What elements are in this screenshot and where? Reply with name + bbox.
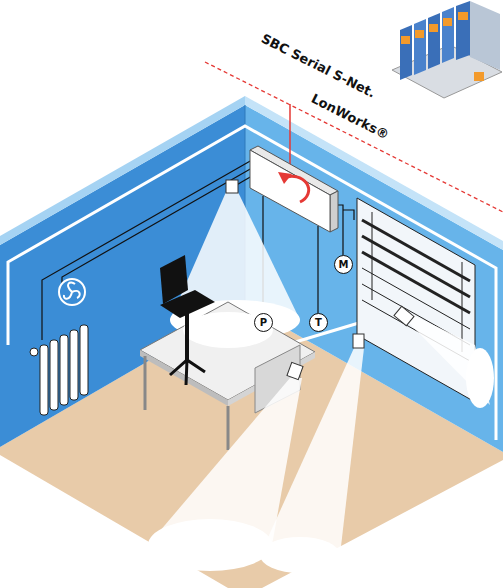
desk-leg: [227, 406, 230, 450]
radiator-fin: [50, 340, 58, 410]
desk-edge: [140, 350, 228, 406]
controller-side: [330, 191, 338, 232]
node-letter: T: [315, 318, 322, 328]
sensor-circle: P: [254, 313, 273, 332]
light-cone: [260, 348, 364, 555]
light-spot: [260, 537, 340, 573]
desk-leg: [144, 356, 147, 410]
light-spot: [183, 312, 273, 348]
terminal-block: [474, 72, 484, 81]
terminal-block: [443, 18, 452, 26]
control-arrow: [284, 176, 309, 202]
spot-lamp: [394, 306, 414, 325]
module-side: [470, 1, 500, 70]
terminal-block: [458, 12, 468, 20]
network-label: SBC Serial S-Net.: [258, 31, 378, 102]
radiator-valve: [30, 348, 38, 356]
cable: [8, 126, 496, 440]
spot-lamp: [287, 362, 303, 379]
spot-lamp: [353, 334, 364, 348]
blind-cord: [372, 212, 373, 300]
fan-blades: [64, 282, 80, 298]
blind-cord: [462, 262, 463, 352]
radiator-fin: [70, 330, 78, 400]
wall-top-edge: [0, 96, 245, 245]
control-wire: [343, 210, 354, 220]
radiator-fin: [60, 335, 68, 405]
io-module: [442, 7, 454, 63]
io-module: [456, 1, 470, 60]
control-wire: [317, 226, 318, 313]
io-module: [400, 25, 412, 80]
node-letter: P: [260, 318, 267, 328]
io-module: [428, 13, 440, 69]
terminal-block: [401, 36, 410, 44]
light-spot: [148, 519, 272, 571]
control-arrowhead: [278, 172, 292, 184]
radiator-fin: [40, 345, 48, 415]
io-module: [414, 19, 426, 75]
sensor-circle: T: [309, 313, 328, 332]
network-drop: [289, 104, 291, 170]
controller-box: [250, 150, 330, 232]
blind-slat: [362, 220, 470, 281]
terminal-block: [415, 30, 424, 38]
blind-slat: [362, 236, 470, 297]
controller-hardware: [392, 1, 502, 98]
terminal-block: [429, 24, 438, 32]
blind-slat: [362, 252, 470, 313]
fan-symbol: [59, 279, 85, 305]
light-spot: [466, 348, 494, 408]
radiator-fin: [80, 325, 88, 395]
chair-base: [170, 360, 205, 385]
node-letter: M: [339, 260, 349, 270]
ceiling-lamp: [226, 180, 238, 193]
sensor-circle: M: [334, 255, 353, 274]
radiator: [30, 325, 88, 415]
chair-post: [185, 312, 189, 360]
